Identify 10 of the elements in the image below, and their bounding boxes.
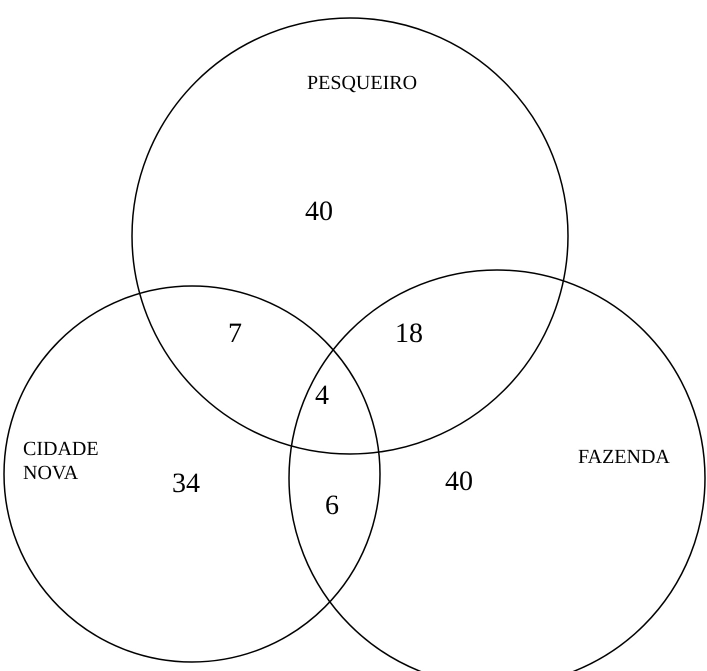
set-label: FAZENDA [578,445,671,469]
region-count: 6 [325,490,339,522]
region-count: 40 [305,196,333,228]
region-count: 40 [445,466,473,498]
region-count: 4 [315,380,329,412]
set-label: CIDADE NOVA [23,437,100,485]
set-label: PESQUEIRO [307,71,418,95]
region-count: 34 [172,468,200,500]
region-count: 7 [228,318,242,350]
region-count: 18 [395,318,423,350]
